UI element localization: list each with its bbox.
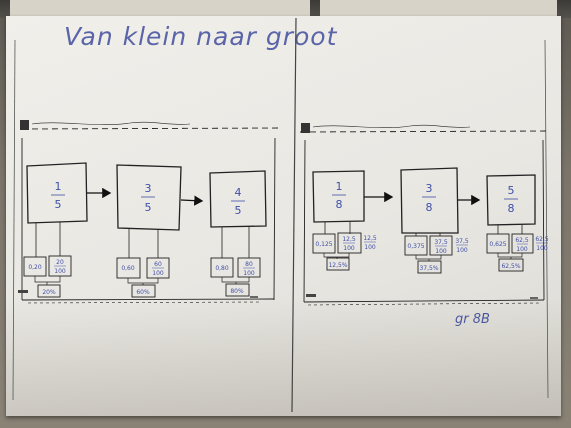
fraction-box (116, 164, 182, 231)
percent-box (37, 284, 61, 298)
fraction-numerator: 4 (235, 186, 242, 199)
fraction-box (209, 170, 267, 228)
extra-den: 100 (536, 245, 548, 252)
right-worksheet-panel (299, 123, 549, 306)
decimal-value: 0,60 (121, 265, 135, 272)
handwritten-note: gr 8B (455, 312, 490, 327)
hundredths-num: 20 (56, 259, 64, 266)
percent-value: 80% (230, 288, 244, 295)
background-top-strip (0, 0, 571, 18)
fraction-box (486, 174, 536, 226)
left-worksheet-panel (20, 120, 281, 304)
percent-value: 12,5% (328, 262, 347, 269)
percent-box (131, 284, 156, 298)
center-divider (291, 17, 297, 413)
fraction-numerator: 3 (145, 182, 152, 195)
fraction-box (400, 167, 459, 234)
decimal-value: 0,625 (489, 241, 506, 248)
left-fraction-chain: 1 5 0,20 20 100 20% 3 5 0,60 60 (23, 162, 267, 298)
decimal-value: 0,125 (315, 241, 332, 248)
fraction-box (26, 162, 88, 224)
percent-value: 20% (42, 289, 56, 296)
hundredths-box (511, 233, 534, 254)
hundredths-den: 100 (516, 246, 528, 253)
fraction-box (312, 170, 365, 223)
hundredths-box (337, 232, 362, 254)
hundredths-num: 12,5 (342, 236, 356, 243)
hundredths-den: 100 (54, 268, 66, 275)
fraction-denominator: 5 (235, 204, 242, 217)
extra-den: 100 (364, 244, 376, 251)
decimal-box (116, 257, 141, 279)
percent-box (326, 257, 350, 271)
right-fraction-chain: 1 8 0,125 12,5 100 12,5 100 12,5% 3 8 (312, 167, 549, 274)
fraction-numerator: 1 (55, 180, 62, 193)
fraction-denominator: 8 (336, 198, 343, 211)
hundredths-den: 100 (243, 270, 255, 277)
fraction-denominator: 5 (55, 198, 62, 211)
fraction-numerator: 5 (508, 184, 515, 197)
percent-box (417, 260, 442, 274)
hundredths-num: 37,5 (434, 239, 448, 246)
fraction-numerator: 3 (426, 182, 433, 195)
fraction-numerator: 1 (336, 180, 343, 193)
hundredths-den: 100 (435, 248, 447, 255)
extra-den: 100 (456, 247, 468, 254)
fraction-denominator: 8 (426, 201, 433, 214)
handwritten-title: Van klein naar groot (64, 22, 338, 51)
fraction-denominator: 5 (145, 201, 152, 214)
fraction-denominator: 8 (508, 202, 515, 215)
extra-num: 37,5 (455, 238, 469, 245)
hundredths-num: 80 (245, 261, 253, 268)
right-header-logo (301, 123, 310, 133)
percent-value: 62,5% (501, 263, 520, 270)
decimal-value: 0,375 (407, 243, 424, 250)
hundredths-num: 62,5 (515, 237, 529, 244)
decimal-value: 0,20 (28, 264, 42, 271)
paper-sheet (6, 16, 561, 416)
left-header-logo (20, 120, 29, 130)
hundredths-den: 100 (152, 270, 164, 277)
hundredths-den: 100 (343, 245, 355, 252)
percent-value: 37,5% (419, 265, 438, 272)
percent-box (498, 258, 524, 272)
decimal-value: 0,80 (215, 265, 229, 272)
percent-value: 60% (136, 289, 150, 296)
hundredths-num: 60 (154, 261, 162, 268)
extra-num: 62,5 (535, 236, 549, 243)
extra-num: 12,5 (363, 235, 377, 242)
percent-box (225, 283, 250, 297)
